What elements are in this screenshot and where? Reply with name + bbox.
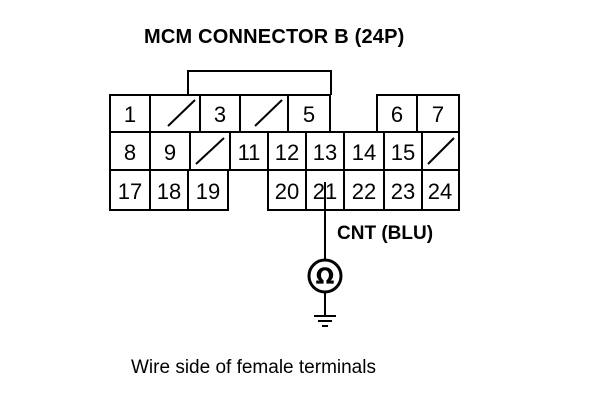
connector-latch [187, 70, 332, 95]
terminal-cell-13 [305, 131, 345, 171]
terminal-label: 5 [303, 102, 315, 127]
diagram-caption: Wire side of female terminals [131, 357, 376, 378]
terminal-label: 11 [238, 140, 261, 165]
unused-cavity-slash [254, 99, 283, 127]
unused-cavity-slash [427, 137, 455, 165]
terminal-cell-5 [287, 94, 331, 133]
terminal-label: 6 [391, 102, 403, 127]
terminal-label: 13 [313, 140, 337, 165]
unused-cavity [149, 94, 201, 133]
terminal-cell-24 [421, 169, 460, 211]
unused-cavity-slash [195, 137, 225, 165]
terminal-label: 3 [214, 102, 226, 127]
terminal-label: 23 [391, 179, 415, 204]
terminal-label: 22 [352, 179, 376, 204]
connector-row-2: 8 9 11 12 13 14 15 [109, 131, 460, 171]
terminal-cell-22 [343, 169, 385, 211]
wire-label: CNT (BLU) [337, 223, 434, 244]
terminal-cell-9 [149, 131, 191, 171]
ohm-symbol: Ω [316, 265, 335, 290]
connector-row-3: 17 18 19 20 21 22 23 24 [109, 169, 460, 211]
connector-title: MCM CONNECTOR B (24P) [144, 26, 405, 48]
connector-row-1: 1 3 5 6 7 [109, 94, 460, 133]
terminal-cell-11 [229, 131, 269, 171]
unused-cavity-slash [167, 99, 196, 127]
terminal-cell-17 [109, 169, 151, 211]
terminal-cell-18 [149, 169, 189, 211]
terminal-label: 12 [275, 140, 299, 165]
terminal-label: 9 [164, 140, 176, 165]
terminal-cell-8 [109, 131, 151, 171]
terminal-label: 8 [124, 140, 136, 165]
terminal-label: 20 [275, 179, 299, 204]
terminal-label: 18 [157, 179, 181, 204]
terminal-label: 14 [352, 140, 376, 165]
terminal-label: 15 [391, 140, 415, 165]
terminal-cell-15 [383, 131, 423, 171]
terminal-label: 19 [196, 179, 220, 204]
terminal-cell-20 [267, 169, 307, 211]
terminal-label: 17 [118, 179, 142, 204]
ground-icon [314, 315, 336, 327]
terminal-label: 24 [428, 179, 452, 204]
terminal-label: 7 [432, 102, 444, 127]
ohmmeter-icon: Ω [307, 258, 343, 294]
terminal-label: 1 [124, 102, 136, 127]
terminal-cell-19 [187, 169, 229, 211]
